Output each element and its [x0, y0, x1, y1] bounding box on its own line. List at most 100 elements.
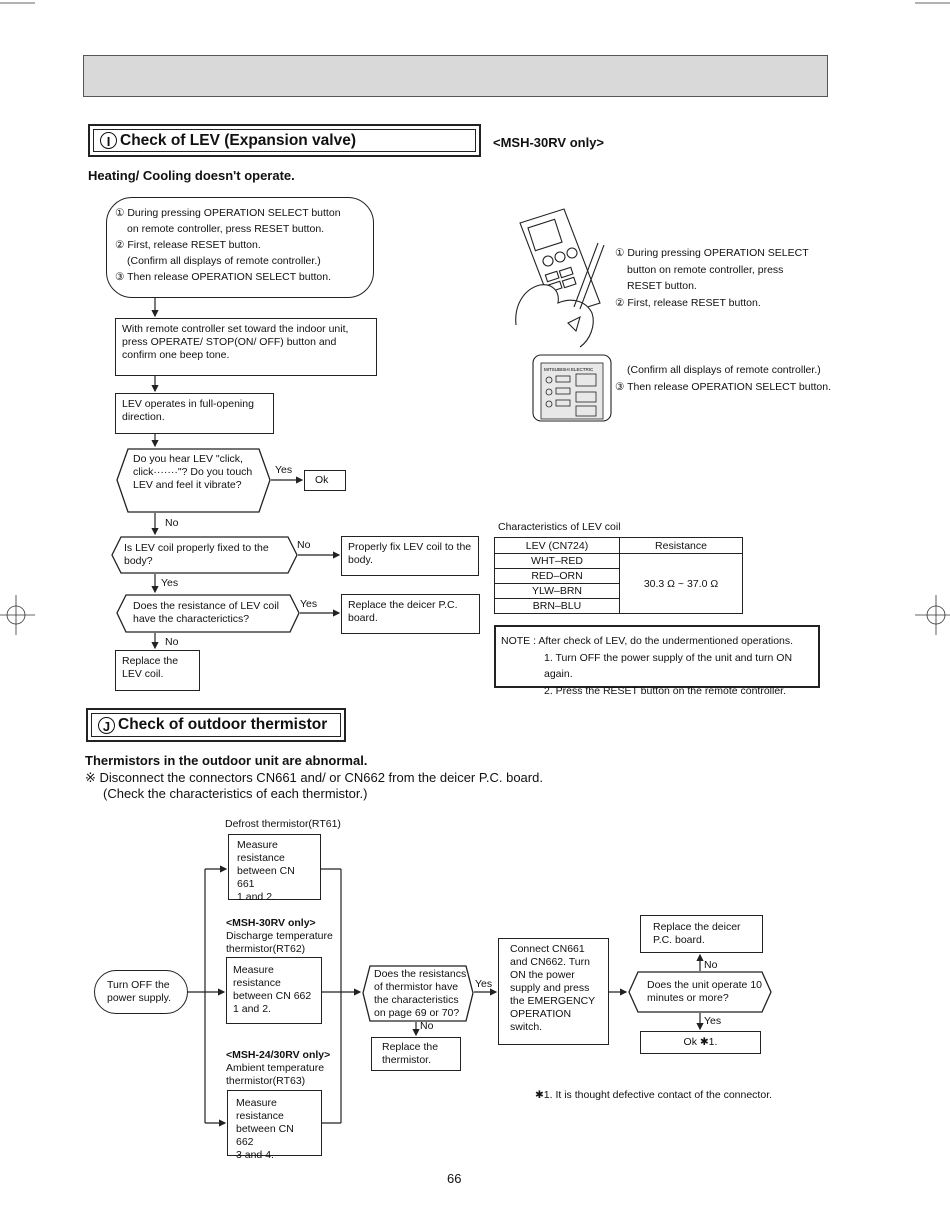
- lev-fix-coil-box: Properly fix LEV coil to the body.: [341, 536, 479, 576]
- rt62-label-line2: thermistor(RT62): [226, 943, 306, 955]
- section-j-subtitle: Thermistors in the outdoor unit are abno…: [85, 753, 368, 768]
- lev-q3-no: No: [165, 636, 179, 648]
- ok1-box: Ok ✱1.: [640, 1031, 761, 1054]
- remote-instr2-line1: (Confirm all displays of remote controll…: [627, 364, 821, 376]
- lev-q1-decision: Do you hear LEV "click, click·······"? D…: [116, 448, 271, 513]
- remote-instr1-line4: ② First, release RESET button.: [615, 296, 761, 309]
- turn-off-power-text: Turn OFF the power supply.: [107, 979, 172, 1004]
- remote-display-illustration: MITSUBISHI ELECTRIC: [532, 354, 612, 422]
- rt62-line1: Measure: [233, 964, 274, 976]
- section-i-subtitle: Heating/ Cooling doesn't operate.: [88, 168, 295, 183]
- thermistor-char-no: No: [420, 1020, 434, 1032]
- lev-step1-line3: ② First, release RESET button.: [115, 239, 261, 251]
- lev-step1-line5: ③ Then release OPERATION SELECT button.: [115, 271, 332, 283]
- remote-brand-text: MITSUBISHI ELECTRIC: [544, 367, 594, 372]
- replace-thermistor-box: Replace the thermistor.: [371, 1037, 461, 1071]
- rt63-label-line2: thermistor(RT63): [226, 1075, 306, 1087]
- lev-fix-coil-text: Properly fix LEV coil to the body.: [348, 541, 472, 566]
- lev-step1-box: ① During pressing OPERATION SELECT butto…: [106, 197, 374, 298]
- section-i-model-note: <MSH-30RV only>: [493, 135, 605, 150]
- lev-note-line3: 2. Press the RESET button on the remote …: [544, 684, 787, 697]
- lev-q2-text: Is LEV coil properly fixed to the body?: [124, 542, 269, 567]
- remote-instr1-line3: RESET button.: [627, 280, 697, 292]
- section-j-line1: ※ Disconnect the connectors CN661 and/ o…: [85, 770, 543, 785]
- section-i-title: Check of LEV (Expansion valve): [120, 131, 357, 149]
- rt61-line4: 1 and 2.: [237, 891, 275, 903]
- lev-step1-line4: (Confirm all displays of remote controll…: [127, 255, 321, 267]
- lev-step3-box: LEV operates in full-opening direction.: [115, 393, 274, 434]
- lev-ok-box: Ok: [304, 470, 346, 491]
- lev-q1-text: Do you hear LEV "click, click·······"? D…: [133, 453, 253, 491]
- rt61-measure-box: Measure resistance between CN 661 1 and …: [228, 834, 321, 903]
- section-j-letter: J: [98, 716, 115, 734]
- lev-table-row: BRN–BLU: [494, 598, 620, 614]
- connect-cn-text: Connect CN661 and CN662. Turn ON the pow…: [510, 943, 595, 1033]
- registration-mark-left: [0, 595, 35, 635]
- lev-step2-box: With remote controller set toward the in…: [115, 318, 377, 376]
- thermistor-char-text: Does the resistancs of thermistor have t…: [374, 968, 467, 1019]
- turn-off-power-box: Turn OFF the power supply.: [94, 970, 188, 1014]
- rt62-model: <MSH-30RV only>: [226, 917, 316, 929]
- lev-step2-text: With remote controller set toward the in…: [122, 323, 349, 361]
- rt62-measure-box: Measure resistance between CN 662 1 and …: [226, 957, 322, 1024]
- rt61-line1: Measure: [237, 839, 278, 851]
- rt62-line3: between CN 662: [233, 990, 312, 1002]
- remote-instructions-1: ① During pressing OPERATION SELECT butto…: [615, 245, 809, 311]
- connect-cn-box: Connect CN661 and CN662. Turn ON the pow…: [498, 938, 609, 1045]
- rt63-line3: between CN 662: [236, 1123, 294, 1148]
- replace-thermistor-text: Replace the thermistor.: [382, 1041, 439, 1066]
- rt63-label-line1: Ambient temperature: [226, 1062, 325, 1074]
- lev-q2-yes: Yes: [161, 577, 179, 589]
- lev-replace-coil-box: Replace the LEV coil.: [115, 650, 200, 691]
- rt63-line2: resistance: [236, 1110, 284, 1122]
- rt62-label-line1: Discharge temperature: [226, 930, 333, 942]
- unit-operate-yes: Yes: [704, 1015, 722, 1027]
- replace-deicer-text: Replace the deicer P.C. board.: [653, 921, 741, 946]
- lev-table-row: RED–ORN: [494, 568, 620, 584]
- remote-instr1-line1: ① During pressing OPERATION SELECT: [615, 247, 809, 259]
- ok1-text: Ok ✱1.: [683, 1036, 718, 1048]
- lev-q3-yes: Yes: [300, 598, 318, 610]
- section-j-footnote: ✱1. It is thought defective contact of t…: [535, 1089, 773, 1101]
- crop-marks: [0, 2, 950, 4]
- replace-deicer-box: Replace the deicer P.C. board.: [640, 915, 763, 953]
- header-bar: [83, 55, 828, 97]
- lev-replace-coil-text: Replace the LEV coil.: [122, 655, 179, 680]
- section-i-letter: I: [100, 132, 117, 149]
- remote-instr2-line2: ③ Then release OPERATION SELECT button.: [615, 380, 832, 393]
- rt63-line4: 3 and 4.: [236, 1149, 274, 1161]
- lev-characteristics-table: LEV (CN724) Resistance WHT–RED 30.3 Ω ~ …: [494, 537, 743, 614]
- remote-instr1-line2: button on remote controller, press: [627, 263, 784, 276]
- unit-operate-decision: Does the unit operate 10 minutes or more…: [628, 971, 772, 1013]
- section-j-title: Check of outdoor thermistor: [118, 716, 328, 733]
- lev-q3-decision: Does the resistance of LEV coil have the…: [116, 594, 300, 633]
- lev-q1-no: No: [165, 517, 179, 529]
- thermistor-char-yes: Yes: [475, 978, 493, 990]
- rt62-line4: 1 and 2.: [233, 1003, 271, 1015]
- lev-flow-connectors: [151, 298, 341, 650]
- rt61-line3: between CN 661: [237, 865, 295, 890]
- unit-operate-text: Does the unit operate 10 minutes or more…: [647, 979, 762, 1004]
- rt61-label: Defrost thermistor(RT61): [225, 818, 341, 830]
- remote-instructions-2: (Confirm all displays of remote controll…: [615, 362, 831, 395]
- lev-note-line1: NOTE : After check of LEV, do the underm…: [501, 635, 794, 647]
- lev-table-resistance-value: 30.3 Ω ~ 37.0 Ω: [619, 553, 743, 614]
- rt63-measure-box: Measure resistance between CN 662 3 and …: [227, 1090, 322, 1161]
- lev-table-caption: Characteristics of LEV coil: [498, 521, 621, 533]
- lev-step1-line1: ① During pressing OPERATION SELECT butto…: [115, 207, 341, 219]
- lev-q2-no: No: [297, 539, 311, 551]
- lev-step3-text: LEV operates in full-opening direction.: [122, 398, 254, 423]
- remote-hand-illustration: [515, 208, 605, 348]
- rt61-line2: resistance: [237, 852, 285, 864]
- registration-mark-right: [915, 595, 950, 635]
- rt62-line2: resistance: [233, 977, 281, 989]
- section-j-line2: (Check the characteristics of each therm…: [103, 786, 368, 801]
- rt63-model: <MSH-24/30RV only>: [226, 1049, 331, 1061]
- lev-replace-board-box: Replace the deicer P.C. board.: [341, 594, 480, 634]
- lev-replace-board-text: Replace the deicer P.C. board.: [348, 599, 458, 624]
- lev-note-box: NOTE : After check of LEV, do the underm…: [494, 625, 820, 697]
- thermistor-char-decision: Does the resistancs of thermistor have t…: [362, 965, 474, 1022]
